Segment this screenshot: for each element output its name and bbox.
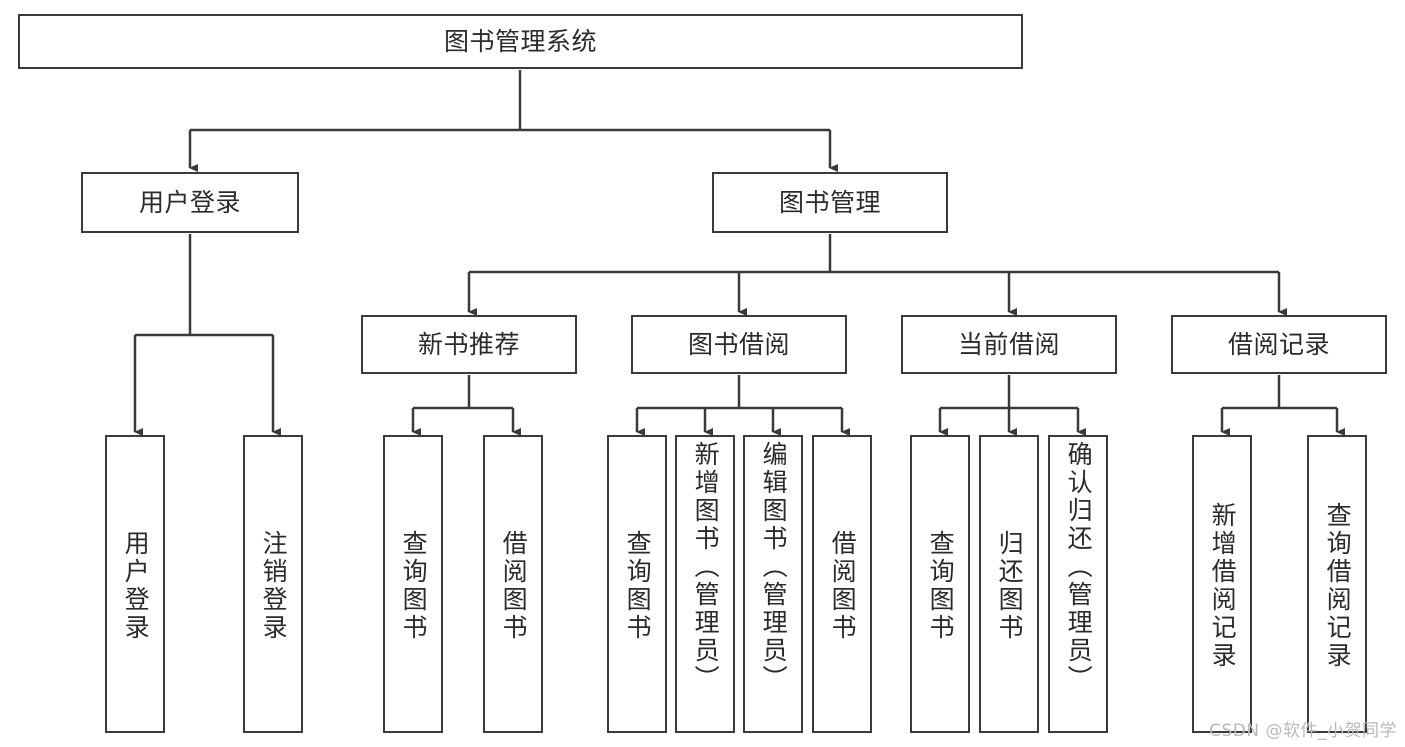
- node-label: 注销登录: [259, 530, 289, 642]
- node-label: 用户登录: [121, 530, 151, 642]
- node-label: 查询图书: [623, 530, 653, 642]
- node-current-borrow[interactable]: 当前借阅: [901, 315, 1117, 374]
- node-label: 用户登录: [138, 188, 241, 217]
- node-label: 借阅图书: [499, 530, 529, 642]
- node-label: 借阅记录: [1227, 330, 1330, 359]
- node-user-login[interactable]: 用户登录: [81, 172, 299, 233]
- node-label: 归还图书: [995, 530, 1025, 642]
- node-label: 确认归还（管理员）: [1064, 441, 1094, 693]
- node-root-system[interactable]: 图书管理系统: [18, 14, 1023, 69]
- node-label: 查询图书: [399, 530, 429, 642]
- node-label: 图书管理: [778, 188, 881, 217]
- node-label: 新书推荐: [417, 330, 520, 359]
- leaf-borrow-record-add-record[interactable]: 新增借阅记录: [1192, 435, 1252, 733]
- node-borrow-record[interactable]: 借阅记录: [1171, 315, 1387, 374]
- node-label: 新增图书（管理员）: [691, 441, 721, 693]
- edge-group-current-borrow: [938, 375, 1086, 436]
- node-new-book-recommend[interactable]: 新书推荐: [361, 315, 577, 374]
- leaf-book-borrow-edit-book[interactable]: 编辑图书（管理员）: [743, 435, 803, 733]
- edge-group-borrow-record: [1220, 375, 1345, 436]
- node-book-management[interactable]: 图书管理: [712, 172, 948, 233]
- node-book-borrow[interactable]: 图书借阅: [631, 315, 847, 374]
- node-label: 新增借阅记录: [1208, 502, 1238, 670]
- leaf-current-borrow-confirm-return[interactable]: 确认归还（管理员）: [1048, 435, 1108, 733]
- edge-group-root: [188, 70, 838, 172]
- node-label: 查询图书: [926, 530, 956, 642]
- leaf-user-login-logout[interactable]: 注销登录: [243, 435, 303, 733]
- leaf-book-borrow-query-book[interactable]: 查询图书: [607, 435, 667, 733]
- node-label: 编辑图书（管理员）: [759, 441, 789, 693]
- leaf-current-borrow-query-book[interactable]: 查询图书: [910, 435, 970, 733]
- leaf-new-book-borrow-book[interactable]: 借阅图书: [483, 435, 543, 733]
- node-label: 图书管理系统: [443, 27, 597, 56]
- node-label: 借阅图书: [828, 530, 858, 642]
- watermark-text: CSDN @软件_小贺同学: [1209, 721, 1397, 741]
- leaf-current-borrow-return-book[interactable]: 归还图书: [979, 435, 1039, 733]
- leaf-borrow-record-query-record[interactable]: 查询借阅记录: [1307, 435, 1367, 733]
- edge-group-book-manage: [467, 234, 1287, 316]
- edge-group-user-login: [133, 234, 281, 436]
- edge-group-book-borrow: [635, 375, 850, 436]
- leaf-new-book-query-book[interactable]: 查询图书: [383, 435, 443, 733]
- node-label: 当前借阅: [957, 330, 1060, 359]
- leaf-user-login-login[interactable]: 用户登录: [105, 435, 165, 733]
- leaf-book-borrow-add-book[interactable]: 新增图书（管理员）: [675, 435, 735, 733]
- node-label: 查询借阅记录: [1323, 502, 1353, 670]
- node-label: 图书借阅: [687, 330, 790, 359]
- edge-group-new-book: [411, 375, 521, 436]
- leaf-book-borrow-borrow-book[interactable]: 借阅图书: [812, 435, 872, 733]
